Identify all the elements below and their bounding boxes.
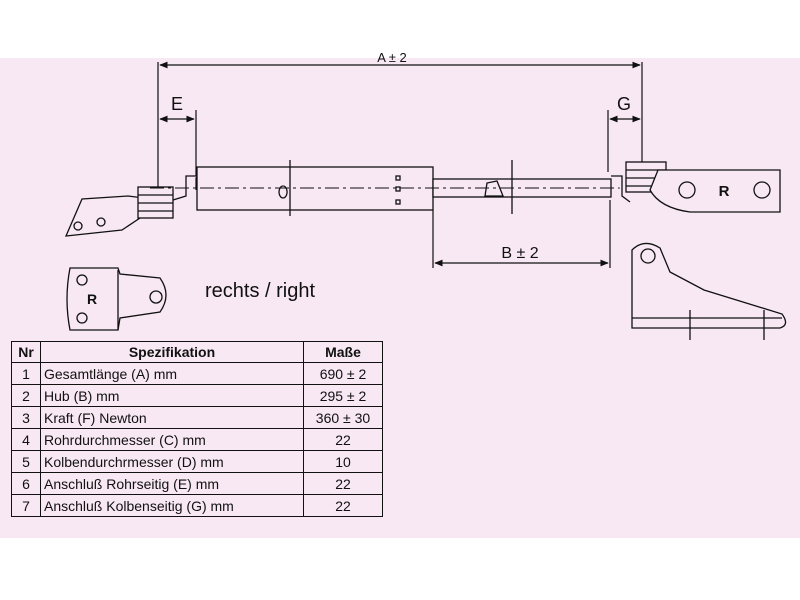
row-spec: Anschluß Rohrseitig (E) mm	[40, 472, 304, 495]
right-end-bracket	[611, 161, 781, 213]
header-spezifikation: Spezifikation	[40, 341, 304, 363]
table-row: 2 Hub (B) mm 295 ± 2	[11, 384, 383, 407]
row-value: 295 ± 2	[303, 384, 383, 407]
dimension-a	[157, 61, 643, 200]
plan-view-r-label: R	[87, 291, 97, 307]
row-nr: 6	[11, 472, 41, 495]
dimension-b	[432, 200, 611, 268]
row-nr: 2	[11, 384, 41, 407]
table-header-row: Nr Spezifikation Maße	[11, 341, 383, 363]
row-value: 22	[303, 472, 383, 495]
row-value: 10	[303, 450, 383, 473]
right-bracket-r-label: R	[719, 183, 730, 200]
caption-rechts-right: rechts / right	[205, 280, 316, 302]
row-spec: Kraft (F) Newton	[40, 406, 304, 429]
header-masse: Maße	[303, 341, 383, 363]
table-row: 3 Kraft (F) Newton 360 ± 30	[11, 406, 383, 429]
row-value: 690 ± 2	[303, 362, 383, 385]
specification-table: Nr Spezifikation Maße 1 Gesamtlänge (A) …	[11, 341, 383, 517]
dim-e-label: E	[171, 94, 183, 114]
row-spec: Gesamtlänge (A) mm	[40, 362, 304, 385]
row-value: 360 ± 30	[303, 406, 383, 429]
table-row: 7 Anschluß Kolbenseitig (G) mm 22	[11, 494, 383, 517]
bracket-side-view	[631, 242, 787, 340]
row-spec: Hub (B) mm	[40, 384, 304, 407]
row-value: 22	[303, 494, 383, 517]
row-nr: 5	[11, 450, 41, 473]
row-value: 22	[303, 428, 383, 451]
row-spec: Anschluß Kolbenseitig (G) mm	[40, 494, 304, 517]
row-spec: Rohrdurchmesser (C) mm	[40, 428, 304, 451]
row-nr: 3	[11, 406, 41, 429]
header-nr: Nr	[11, 341, 41, 363]
table-row: 4 Rohrdurchmesser (C) mm 22	[11, 428, 383, 451]
piston-rod	[432, 160, 612, 214]
row-nr: 7	[11, 494, 41, 517]
bracket-plan-view	[66, 267, 167, 331]
dim-b-label: B ± 2	[501, 245, 538, 262]
dim-g-label: G	[617, 94, 631, 114]
table-row: 1 Gesamtlänge (A) mm 690 ± 2	[11, 362, 383, 385]
table-row: 5 Kolbendurchrmesser (D) mm 10	[11, 450, 383, 473]
row-nr: 4	[11, 428, 41, 451]
row-spec: Kolbendurchrmesser (D) mm	[40, 450, 304, 473]
dimension-g	[607, 110, 641, 172]
table-row: 6 Anschluß Rohrseitig (E) mm 22	[11, 472, 383, 495]
row-nr: 1	[11, 362, 41, 385]
left-end-bracket	[64, 175, 197, 237]
dim-a-label: A ± 2	[377, 50, 407, 65]
